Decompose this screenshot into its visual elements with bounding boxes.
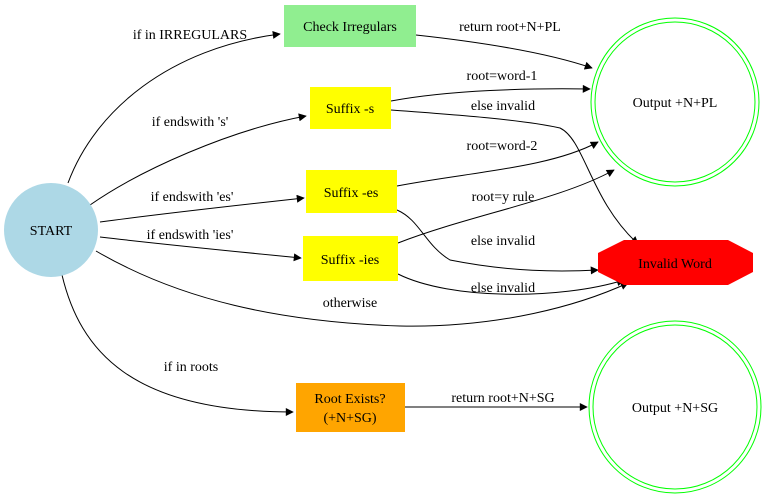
suffix-ies-box	[303, 236, 398, 281]
edge-suffix-ies-to-output-pl	[397, 169, 615, 244]
node-suffix-ies: Suffix -ies	[303, 236, 398, 281]
output-pl-inner-ring	[594, 21, 756, 183]
edge-start-to-suffix-ies	[99, 236, 302, 262]
edge-irregulars-to-output-pl	[415, 34, 593, 70]
edge-start-to-suffix-s	[89, 113, 307, 206]
invalid-word-label: Invalid Word	[638, 257, 712, 272]
node-suffix-s: Suffix -s	[310, 87, 391, 129]
suffix-ies-label: Suffix -ies	[321, 253, 379, 268]
start-circle	[4, 183, 98, 277]
label-root-word-2: root=word-2	[467, 139, 538, 154]
suffix-es-box	[306, 170, 397, 213]
label-endswith-ies: if endswith 'ies'	[147, 228, 234, 243]
output-pl-label: Output +N+PL	[633, 96, 718, 111]
label-root-word-1: root=word-1	[467, 69, 538, 84]
label-es-else-invalid: else invalid	[471, 234, 535, 249]
label-endswith-s: if endswith 's'	[152, 115, 229, 130]
label-otherwise: otherwise	[323, 296, 377, 311]
node-check-irregulars: Check Irregulars	[284, 5, 416, 47]
edges	[61, 30, 639, 416]
edge-start-to-root-exists	[61, 274, 294, 416]
root-exists-box	[296, 383, 405, 432]
node-invalid-word: Invalid Word	[598, 240, 753, 285]
edge-suffix-es-to-output-pl	[396, 141, 599, 187]
start-label: START	[30, 224, 73, 239]
label-return-sg: return root+N+SG	[451, 391, 554, 406]
edge-start-to-invalid-otherwise	[95, 250, 629, 327]
edge-suffix-ies-to-invalid	[397, 273, 625, 295]
root-exists-label-line2: (+N+SG)	[323, 411, 376, 426]
edge-labels: if in IRREGULARS if endswith 's' if ends…	[133, 20, 561, 406]
check-irregulars-label: Check Irregulars	[303, 20, 397, 35]
edge-suffix-es-to-invalid	[396, 209, 599, 275]
label-return-pl: return root+N+PL	[459, 20, 561, 35]
node-suffix-es: Suffix -es	[306, 170, 397, 213]
node-start: START	[4, 183, 98, 277]
label-endswith-es: if endswith 'es'	[151, 190, 234, 205]
edge-suffix-s-to-output-pl	[390, 84, 591, 102]
label-ies-else-invalid: else invalid	[471, 281, 535, 296]
suffix-s-box	[310, 87, 391, 129]
root-exists-label-line1: Root Exists?	[314, 392, 385, 407]
check-irregulars-box	[284, 5, 416, 47]
label-if-in-roots: if in roots	[164, 360, 218, 375]
edge-suffix-s-to-invalid	[390, 109, 639, 245]
edge-start-to-irregulars	[67, 30, 281, 184]
label-s-else-invalid: else invalid	[471, 99, 535, 114]
invalid-word-octagon	[598, 240, 753, 285]
label-if-in-irregulars: if in IRREGULARS	[133, 28, 247, 43]
edge-start-to-suffix-es	[99, 194, 305, 223]
suffix-es-label: Suffix -es	[324, 186, 379, 201]
node-output-pl: Output +N+PL	[590, 17, 760, 187]
node-output-sg: Output +N+SG	[588, 320, 762, 494]
node-root-exists: Root Exists? (+N+SG)	[296, 383, 405, 432]
label-root-y-rule: root=y rule	[472, 190, 535, 205]
output-sg-label: Output +N+SG	[632, 401, 718, 416]
suffix-s-label: Suffix -s	[326, 102, 374, 117]
output-sg-inner-ring	[592, 324, 758, 490]
